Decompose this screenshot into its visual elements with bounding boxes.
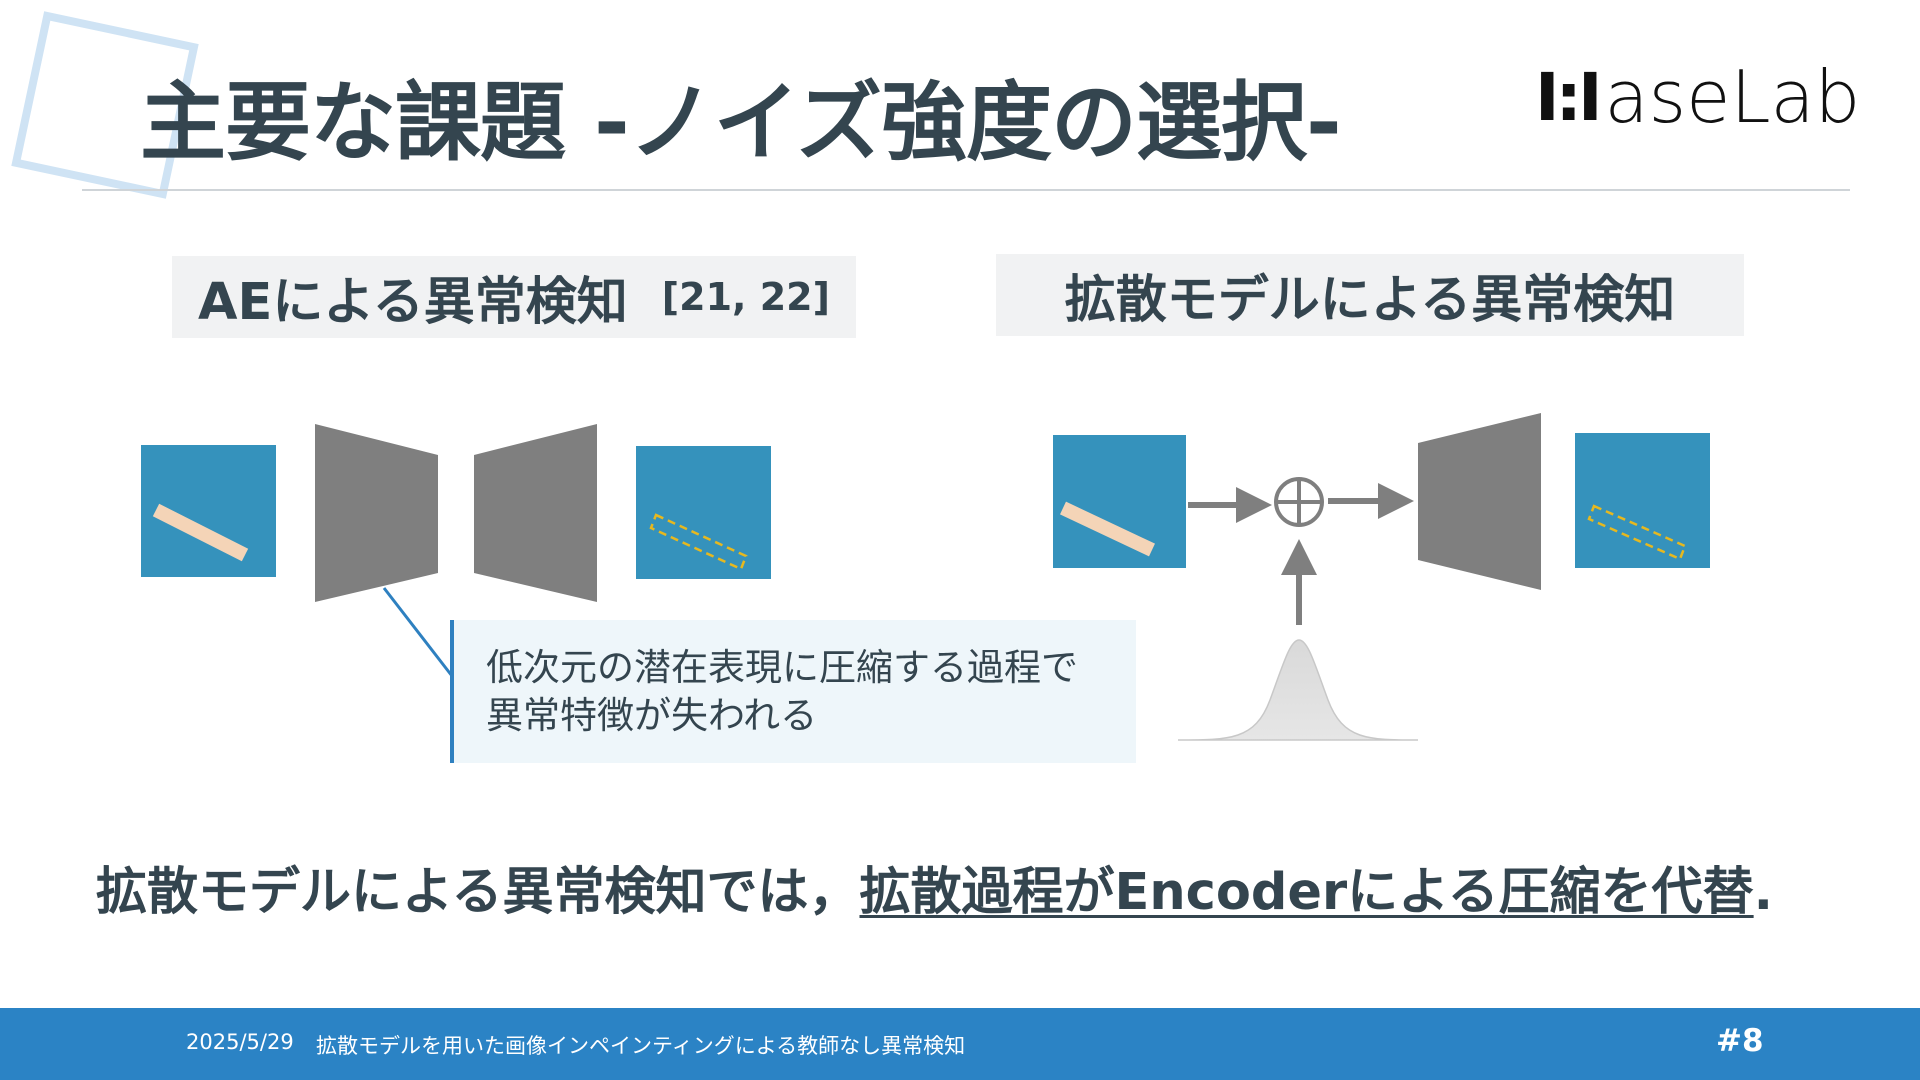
callout-line-1: 低次元の潜在表現に圧縮する過程で [486,646,1078,689]
lab-logo: I:I aseLab [1535,55,1860,139]
summary-suffix: . [1753,863,1773,922]
title-divider [82,189,1850,191]
diffusion-heading-box: 拡散モデルによる異常検知 [996,254,1744,336]
diffusion-input-image [1053,435,1186,568]
decoder-block [474,424,597,602]
page-number: #8 [1716,1023,1764,1059]
ae-heading-box: AEによる異常検知 [21, 22] [172,256,856,338]
gaussian-noise-curve [1177,639,1419,741]
slide-title: 主要な課題 -ノイズ強度の選択- [140,73,1342,173]
defect-stroke [1060,501,1155,557]
ae-output-image [636,446,771,579]
diffusion-heading: 拡散モデルによる異常検知 [1064,271,1676,330]
denoiser-block [1418,413,1541,590]
footer-caption: 拡散モデルを用いた画像インペインティングによる教師なし異常検知 [316,1034,966,1058]
anomaly-outline [649,513,748,571]
encoder-block [315,424,438,602]
footer-bar: 2025/5/29 拡散モデルを用いた画像インペインティングによる教師なし異常検… [0,1008,1920,1080]
summary-statement: 拡散モデルによる異常検知では，拡散過程がEncoderによる圧縮を代替. [96,850,1773,924]
summary-highlight: 拡散過程がEncoderによる圧縮を代替 [859,863,1754,922]
ae-input-image [141,445,276,577]
anomaly-outline [1587,504,1687,561]
ae-reference: [21, 22] [661,275,830,319]
diffusion-output-image [1575,433,1710,568]
method-diagram [141,413,1710,741]
callout-box: 低次元の潜在表現に圧縮する過程で 異常特徴が失われる [450,620,1136,763]
defect-stroke [152,503,249,562]
callout-line-2: 異常特徴が失われる [486,694,818,737]
add-noise-operator [1274,477,1324,527]
callout-connector [382,587,454,677]
ae-heading: AEによる異常検知 [198,273,628,332]
summary-prefix: 拡散モデルによる異常検知では， [96,863,860,922]
logo-mark: I:I [1535,58,1602,136]
logo-text: aseLab [1604,55,1861,139]
footer-date: 2025/5/29 [186,1030,294,1054]
